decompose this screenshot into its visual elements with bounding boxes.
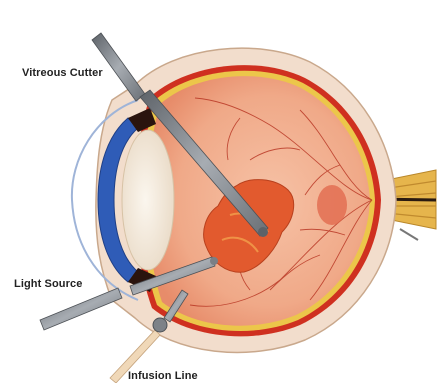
vitreous-cutter-label: Vitreous Cutter	[22, 67, 103, 79]
macula	[317, 185, 347, 225]
light-source-label: Light Source	[14, 278, 82, 290]
infusion-line-label: Infusion Line	[128, 370, 198, 382]
lens	[122, 130, 174, 270]
